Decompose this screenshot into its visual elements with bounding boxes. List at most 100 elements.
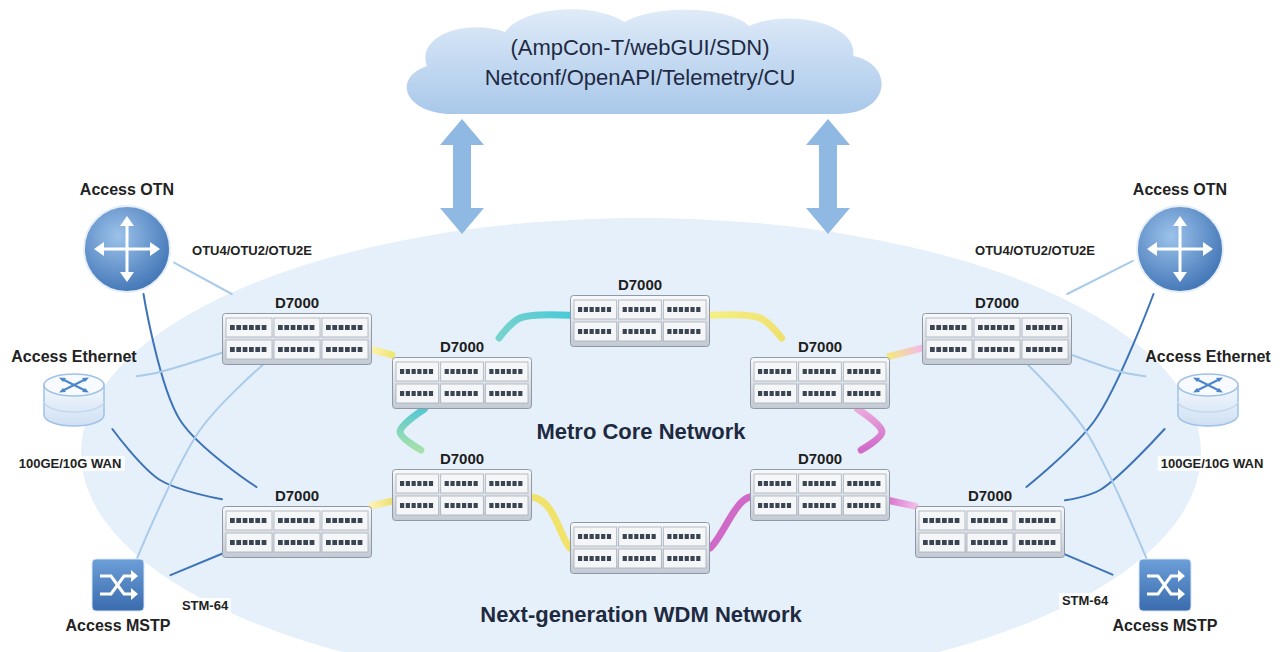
device-port	[685, 307, 689, 312]
switch-arrows	[62, 379, 86, 391]
device-port	[303, 540, 308, 545]
device-port	[936, 347, 941, 352]
device-port	[429, 503, 433, 508]
device-port	[578, 307, 582, 312]
node-label: D7000	[798, 338, 842, 356]
device-port	[832, 503, 836, 508]
device-port	[764, 481, 768, 486]
device-illustration	[392, 469, 532, 521]
mstp-box	[1139, 559, 1191, 611]
node-label: D7000	[618, 276, 662, 294]
device-port	[832, 481, 836, 486]
device-port	[456, 481, 460, 486]
device-port	[249, 518, 254, 523]
device-module	[322, 340, 368, 359]
device-port	[984, 325, 989, 330]
device-port	[255, 325, 260, 330]
device-port	[984, 347, 989, 352]
device-port	[507, 503, 511, 508]
device-module	[663, 322, 706, 341]
device-port	[332, 518, 337, 523]
mstp-node: Access MSTP	[66, 558, 171, 636]
device-port	[685, 556, 689, 561]
device-port	[847, 391, 851, 396]
node-label: D7000	[440, 338, 484, 356]
otn-node: Access OTN	[80, 180, 174, 294]
device-port	[578, 534, 582, 539]
device-port	[859, 391, 863, 396]
device-port	[623, 329, 627, 334]
arrow-heads	[94, 216, 160, 282]
device-module	[574, 527, 617, 546]
device-port	[673, 329, 677, 334]
device-port	[696, 329, 700, 334]
device-port	[507, 481, 511, 486]
cylinder-band	[1178, 401, 1238, 412]
device-port	[876, 481, 880, 486]
device-port	[423, 391, 427, 396]
device-port	[640, 329, 644, 334]
device-port	[826, 503, 830, 508]
device-port	[764, 503, 768, 508]
device-port	[859, 503, 863, 508]
device-port	[955, 518, 960, 523]
device-port	[1051, 347, 1056, 352]
device-module	[274, 340, 320, 359]
device-module	[926, 318, 972, 337]
device-port	[690, 329, 694, 334]
device-port	[501, 391, 505, 396]
device-port	[1044, 540, 1049, 545]
ethernet-node: Access Ethernet	[11, 347, 136, 429]
device-port	[474, 391, 478, 396]
device-module	[799, 496, 842, 515]
device-port	[230, 347, 235, 352]
device-port	[685, 329, 689, 334]
management-arrow	[819, 143, 837, 210]
device-port	[412, 503, 416, 508]
device-port	[429, 481, 433, 486]
device-module	[919, 533, 965, 552]
device-port	[236, 325, 241, 330]
device-module	[226, 533, 272, 552]
device-port	[495, 369, 499, 374]
device-port	[634, 556, 638, 561]
device-port	[770, 369, 774, 374]
device-port	[634, 329, 638, 334]
device-port	[679, 307, 683, 312]
device-port	[278, 325, 283, 330]
device-port	[865, 369, 869, 374]
device-port	[450, 481, 454, 486]
device-module	[322, 533, 368, 552]
device-port	[853, 369, 857, 374]
device-port	[243, 325, 248, 330]
device-port	[445, 481, 449, 486]
management-cloud: (AmpCon-T/webGUI/SDN)Netconf/OpenAPI/Tel…	[380, 4, 900, 119]
device-port	[929, 540, 934, 545]
device-port	[820, 481, 824, 486]
device-port	[847, 503, 851, 508]
device-chassis	[393, 470, 532, 521]
device-illustration	[392, 357, 532, 409]
cylinder-top	[44, 374, 104, 396]
device-port	[1051, 518, 1056, 523]
node-label: Access Ethernet	[11, 347, 136, 367]
device-port	[262, 518, 267, 523]
device-port	[518, 369, 522, 374]
device-port	[770, 481, 774, 486]
device-module	[1015, 511, 1061, 530]
device-port	[930, 325, 935, 330]
device-port	[787, 481, 791, 486]
device-module	[574, 322, 617, 341]
device-module	[799, 362, 842, 381]
device-port	[991, 347, 996, 352]
device-port	[489, 391, 493, 396]
device-port	[628, 329, 632, 334]
device-port	[468, 391, 472, 396]
node-label: D7000	[975, 294, 1019, 312]
device-port	[758, 481, 762, 486]
device-chassis	[393, 358, 532, 409]
node-label: Netconf/OpenAPI/Telemetry/CU	[485, 63, 796, 93]
device-port	[870, 391, 874, 396]
device-port	[326, 347, 331, 352]
device-port	[936, 540, 941, 545]
